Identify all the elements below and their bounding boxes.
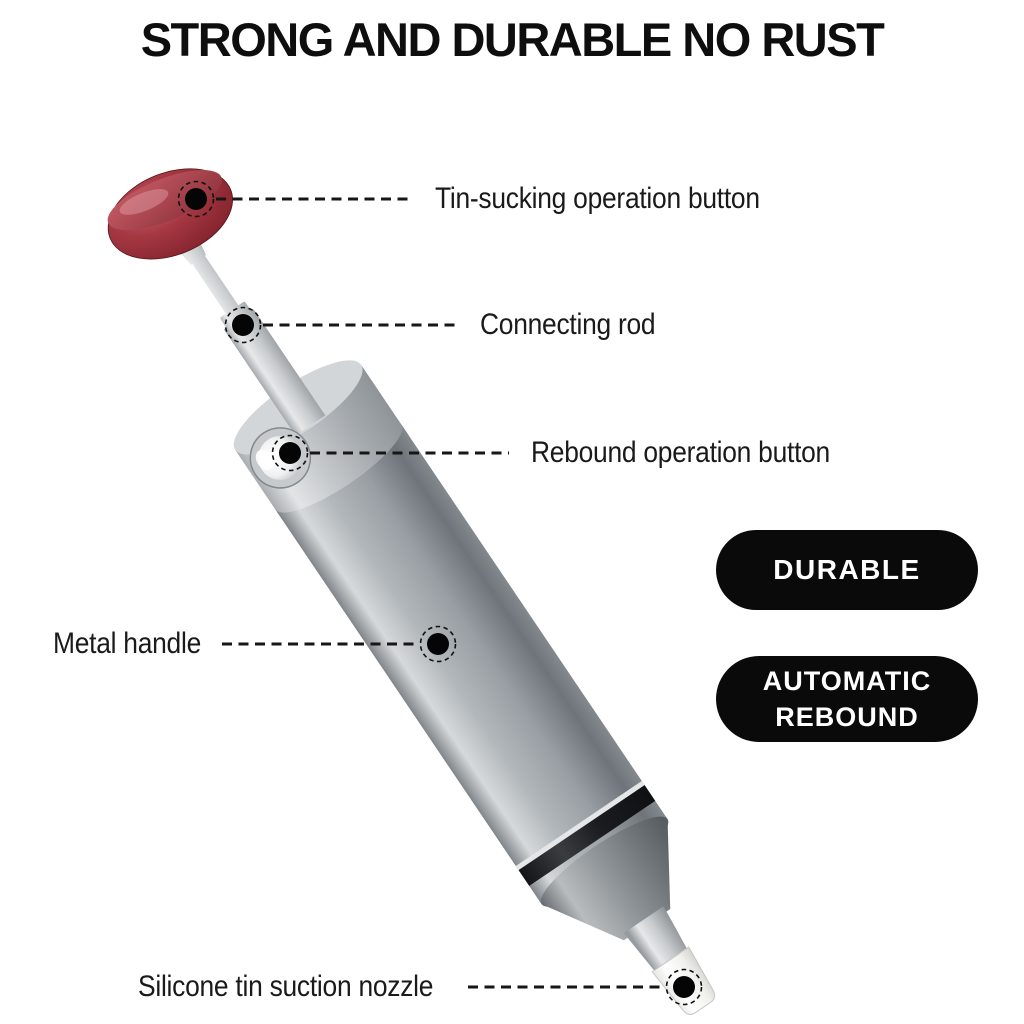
callout-dot-metal-handle [427,633,449,655]
callout-dot-tin-sucking-button [185,188,207,210]
callout-label-metal-handle: Metal handle [53,627,202,660]
badge-durable-text: DURABLE [773,554,921,585]
page-title: STRONG AND DURABLE NO RUST [140,13,885,66]
rebound-button-specular [255,449,274,471]
rod-collar [220,301,252,329]
o-ring-highlight [515,780,645,871]
badge-automatic-rebound-line2: REBOUND [775,702,919,732]
plunger-rod [190,252,241,317]
callout-dot-silicone-nozzle [673,976,695,998]
callout-label-silicone-nozzle: Silicone tin suction nozzle [138,970,434,1003]
callout-dot-ring-silicone-nozzle [665,968,703,1006]
badge-automatic-rebound-line1: AUTOMATIC [762,666,932,696]
o-ring-seal [518,785,656,886]
callout-label-connecting-rod: Connecting rod [480,308,656,341]
connecting-rod [223,309,326,436]
callout-dot-ring-rebound-button [271,434,309,472]
callout-dot-ring-metal-handle [419,625,457,663]
callout-dot-ring-connecting-rod [224,306,262,344]
callout-dot-ring-tin-sucking-button [177,180,215,218]
tin-sucking-button-group [107,168,233,260]
pump-body-group [161,214,716,1015]
callout-dots [177,180,703,1006]
callout-dot-rebound-button [279,442,301,464]
red-cap-top-face [107,169,222,231]
callout-dot-connecting-rod [232,314,254,336]
metal-handle-body [275,424,668,905]
badge-automatic-rebound: AUTOMATIC REBOUND [716,656,978,742]
callout-label-rebound-button: Rebound operation button [531,436,830,469]
red-cap-highlight [119,189,169,215]
badge-durable: DURABLE [716,530,978,610]
head-body-seam [274,421,403,513]
nozzle-cone [541,819,671,941]
callout-lines [216,197,664,989]
callout-label-tin-sucking-button: Tin-sucking operation button [435,182,760,215]
